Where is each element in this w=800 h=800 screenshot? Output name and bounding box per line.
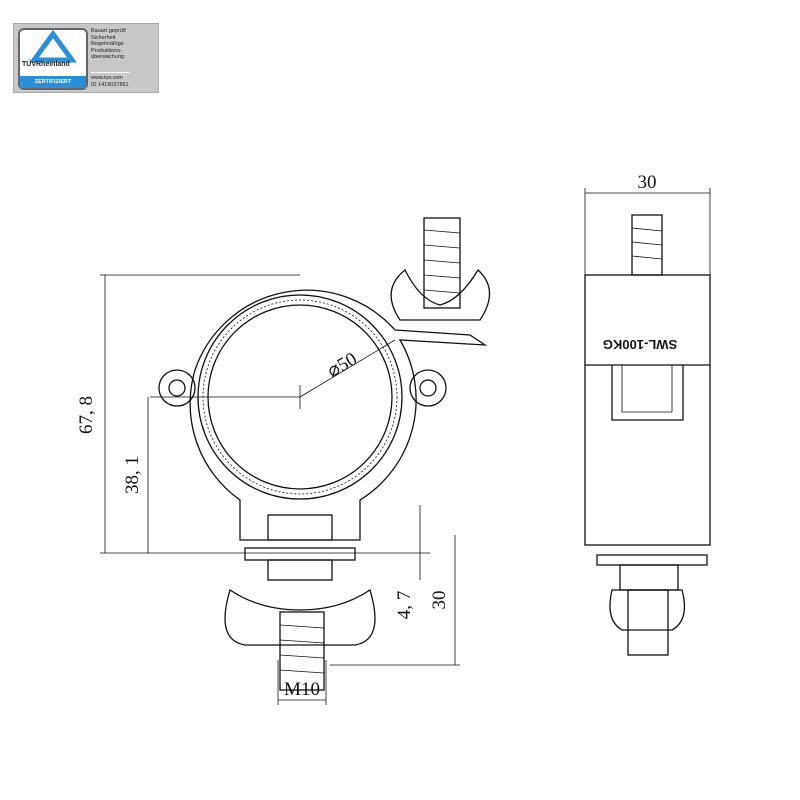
tuv-brand: TÜVRheinland [22, 61, 70, 68]
badge-line: Bauart geprüft [91, 28, 126, 34]
dim-gap: 4, 7 [394, 591, 415, 620]
dim-bolt-length: 30 [429, 591, 450, 610]
dim-width-side: 30 [638, 172, 657, 193]
badge-info: Bauart geprüft Sicherheit Regelmäßige Pr… [91, 28, 126, 61]
dim-thread: M10 [284, 679, 320, 700]
certified-label: ZERTIFIZIERT [20, 76, 86, 88]
tuv-triangle-icon [29, 29, 77, 63]
dimension-lines [100, 188, 711, 705]
badge-line: überwachung [91, 54, 125, 60]
front-view [150, 217, 491, 691]
dim-height-center: 38, 1 [122, 456, 143, 494]
badge-line: Sicherheit [91, 34, 116, 41]
badge-contact: www.tuv.com ID 1419037861 [91, 72, 129, 88]
badge-id: ID 1419037861 [91, 81, 129, 88]
badge-line: Regelmäßige [91, 41, 124, 47]
tuv-certification-badge: TÜVRheinland ZERTIFIZIERT Bauart geprüft… [13, 23, 159, 93]
dim-height-total: 67, 8 [76, 396, 97, 434]
tuv-logo: TÜVRheinland ZERTIFIZIERT [18, 28, 88, 90]
badge-website: www.tuv.com [91, 75, 123, 81]
dim-diameter: ⌀50 [324, 349, 361, 382]
load-rating-label: SWL-100KG [603, 337, 677, 352]
side-view: SWL-100KG [584, 214, 711, 656]
badge-line: Produktions- [91, 47, 122, 54]
